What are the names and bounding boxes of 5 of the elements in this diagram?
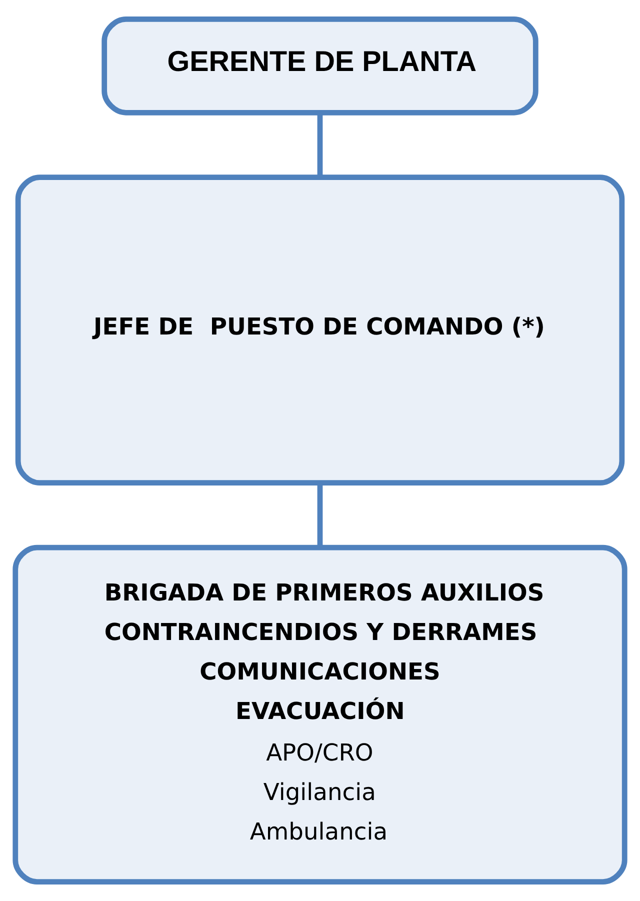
connector (317, 113, 323, 178)
connector (317, 483, 323, 548)
node-box: JEFE DE PUESTO DE COMANDO (*) (15, 174, 625, 486)
node-box: GERENTE DE PLANTA (102, 16, 538, 116)
node-box: BRIGADA DE PRIMEROS AUXILIOS CONTRAINCENDIOS Y DERRAMES COMUNICACIONES EVACUACIÓN APO/CRO Vigilancia Ambulancia (12, 544, 628, 884)
